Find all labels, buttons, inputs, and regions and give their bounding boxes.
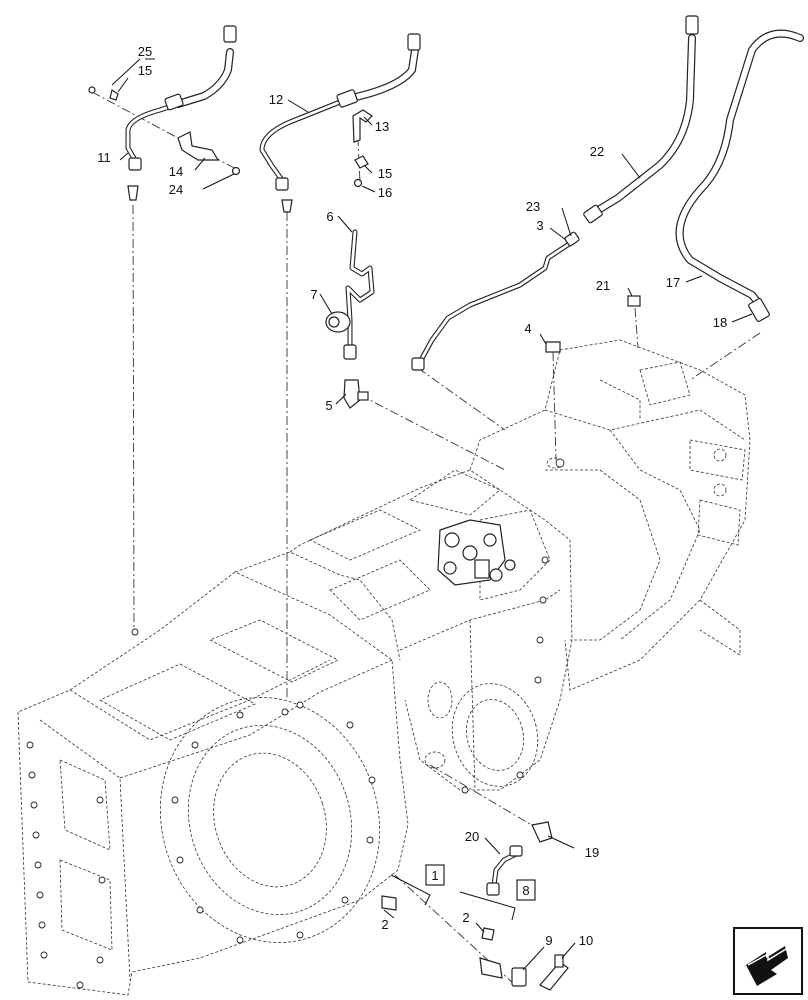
part-17-hose xyxy=(675,29,804,323)
callout-15-mid: 15 xyxy=(378,166,392,181)
control-valve-block xyxy=(437,519,516,586)
part-20-tube xyxy=(486,845,523,896)
leader-lines xyxy=(111,58,753,971)
callout-24: 24 xyxy=(169,182,183,197)
callout-21: 21 xyxy=(596,278,610,293)
part-6-tube xyxy=(343,229,375,360)
callout-17: 17 xyxy=(666,275,680,290)
part-11-hose-assembly xyxy=(125,25,237,201)
kit-box-8: 8 xyxy=(516,879,536,901)
callout-25: 25 xyxy=(138,44,152,59)
callout-19: 19 xyxy=(585,845,599,860)
part-5-fitting xyxy=(343,379,369,409)
part-14-bracket xyxy=(177,131,220,161)
kit-box-1: 1 xyxy=(425,864,445,886)
callout-3: 3 xyxy=(536,218,543,233)
part-2-fittings xyxy=(381,895,495,941)
callout-7: 7 xyxy=(310,287,317,302)
callout-11: 11 xyxy=(97,150,111,165)
callout-6: 6 xyxy=(326,209,333,224)
callout-15-top: 15 xyxy=(138,63,152,78)
callout-14: 14 xyxy=(169,164,183,179)
callout-10: 10 xyxy=(579,933,593,948)
callout-9: 9 xyxy=(545,933,552,948)
plugs xyxy=(545,295,641,353)
callout-12: 12 xyxy=(269,92,283,107)
callout-16: 16 xyxy=(378,185,392,200)
fasteners-left xyxy=(88,86,241,176)
assembly-lines xyxy=(91,91,761,986)
arrow-view-icon[interactable] xyxy=(733,927,803,995)
clip-13-15-16 xyxy=(352,109,373,188)
callout-2-left: 2 xyxy=(381,917,388,932)
transmission-housing xyxy=(17,339,751,996)
callout-5: 5 xyxy=(325,398,332,413)
part-10-sensor xyxy=(539,954,569,991)
callout-8: 8 xyxy=(522,883,529,898)
callout-4: 4 xyxy=(524,321,531,336)
part-22-hose-assembly xyxy=(583,15,699,224)
callout-labels: 25 15 11 14 24 12 13 15 16 6 7 5 22 23 3… xyxy=(97,44,727,948)
callout-23: 23 xyxy=(526,199,540,214)
part-19-elbow xyxy=(531,821,553,843)
callout-20: 20 xyxy=(465,829,479,844)
callout-22: 22 xyxy=(590,144,604,159)
part-7-sensor xyxy=(325,311,351,333)
callout-13: 13 xyxy=(375,119,389,134)
callout-1: 1 xyxy=(431,868,438,883)
part-3-tube xyxy=(411,231,580,371)
callout-18: 18 xyxy=(713,315,727,330)
callout-2-right: 2 xyxy=(462,910,469,925)
housing-bolt-holes xyxy=(26,458,565,989)
part-9-sensor xyxy=(479,957,527,987)
part-12-hose-assembly xyxy=(259,33,421,213)
